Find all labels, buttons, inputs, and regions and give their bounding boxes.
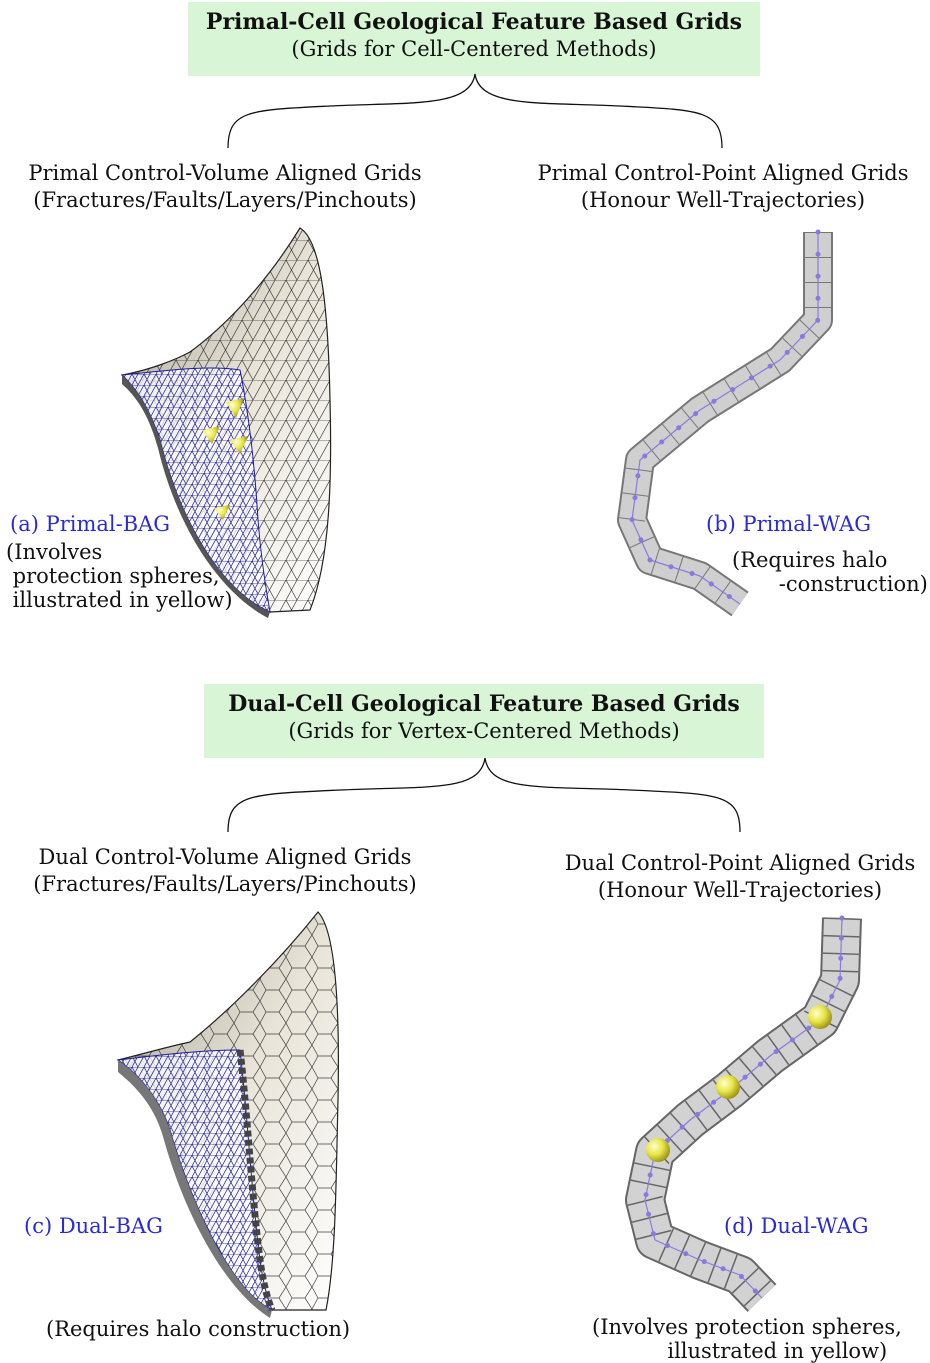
panel-d-caption: (d) Dual-WAG — [724, 1214, 869, 1239]
panel-d-note: (Involves protection spheres, illustrate… — [592, 1315, 902, 1363]
dual-wag-sphere-3 — [646, 1138, 670, 1162]
dual-wag-sphere-1 — [808, 1005, 832, 1029]
dual-wag-sphere-2 — [716, 1075, 740, 1099]
panel-d-note-line1: (Involves protection spheres, — [592, 1315, 902, 1339]
panel-d-note-line2: illustrated in yellow) — [592, 1339, 902, 1363]
